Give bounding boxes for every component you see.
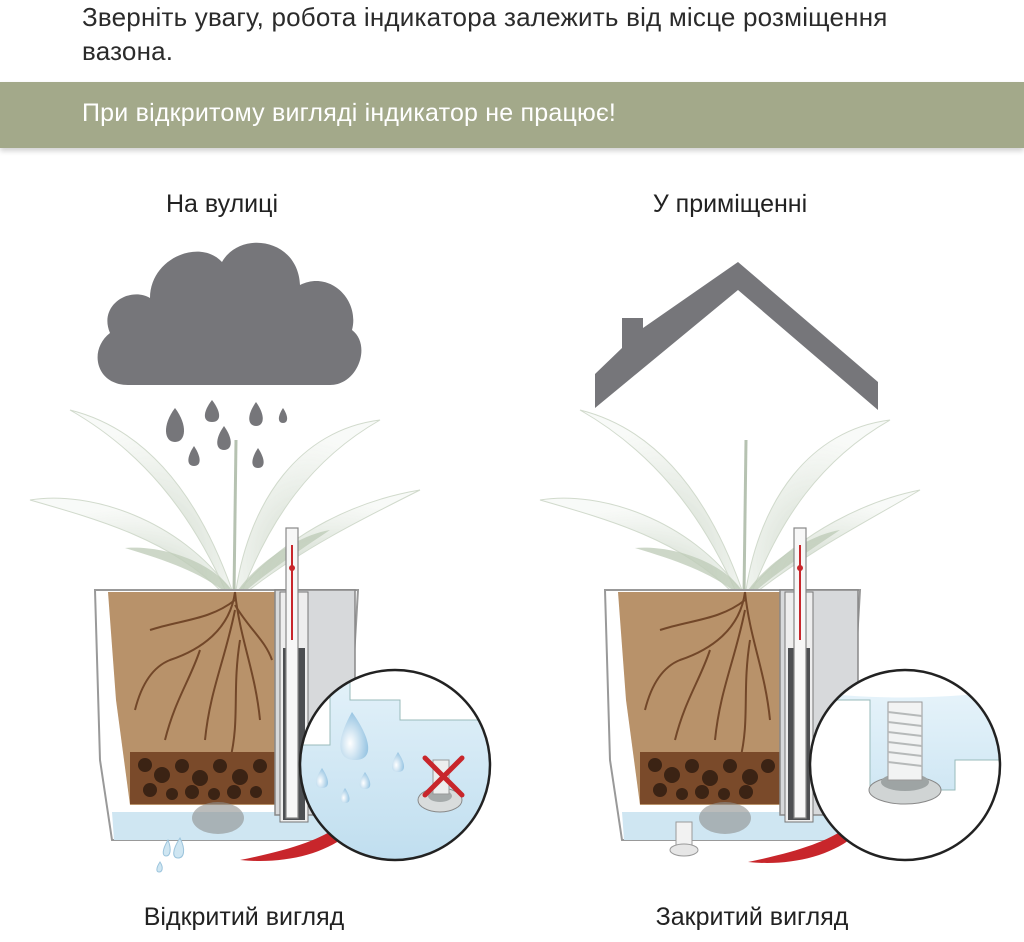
warning-banner-text: При відкритому вигляді індикатор не прац…: [82, 99, 617, 127]
indoor-title: У приміщенні: [652, 190, 808, 218]
closed-view-caption: Закритий вигляд: [655, 903, 849, 931]
outdoor-title: На вулиці: [165, 190, 278, 218]
open-view-caption: Відкритий вигляд: [143, 903, 345, 931]
intro-text: Зверніть увагу, робота індикатора залежи…: [82, 2, 888, 66]
house-roof-icon: [595, 262, 878, 410]
indoor-pot: [539, 409, 921, 857]
magnifier-closed-view: [808, 668, 1002, 862]
rain-cloud-icon: [97, 242, 362, 385]
plant-icon: [539, 409, 921, 595]
rain-drops-icon: [165, 400, 288, 468]
plant-icon: [29, 409, 421, 595]
water-drop-icon: [340, 712, 369, 760]
outdoor-pot: [29, 409, 421, 873]
cross-icon: [422, 755, 465, 798]
warning-banner: При відкритому вигляді індикатор не прац…: [0, 82, 1024, 148]
